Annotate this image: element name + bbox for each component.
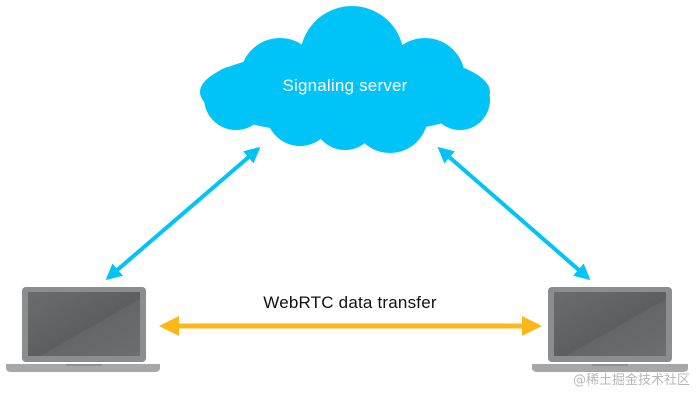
signaling-server-cloud xyxy=(200,6,490,153)
watermark: @稀土掘金技术社区 xyxy=(572,373,690,388)
data-transfer-label: WebRTC data transfer xyxy=(263,293,437,312)
left-laptop-icon xyxy=(6,287,160,372)
right-laptop-icon xyxy=(532,287,688,372)
signaling-server-label: Signaling server xyxy=(282,76,408,95)
signal-arrow-left xyxy=(105,146,261,281)
signal-arrow-right xyxy=(437,146,591,281)
